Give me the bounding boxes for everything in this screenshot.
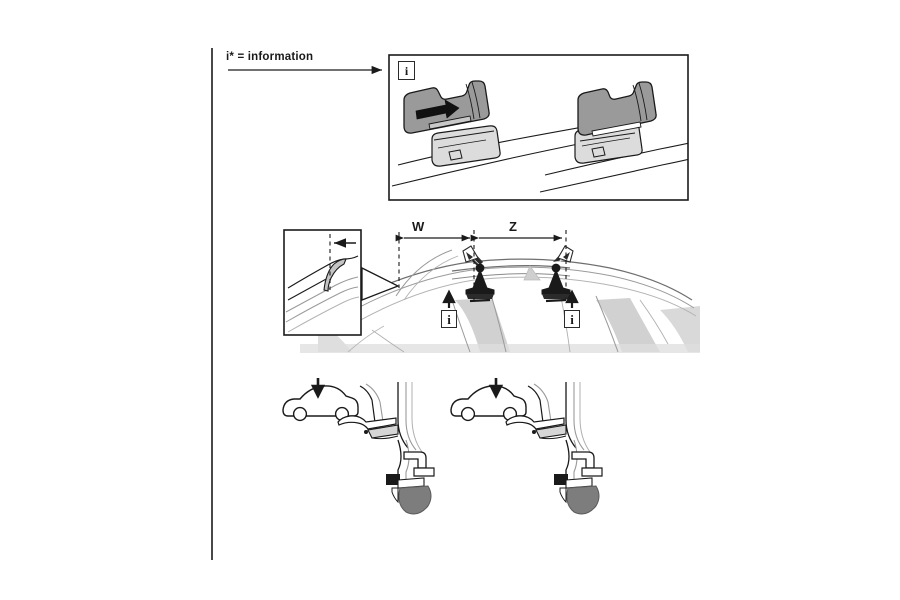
clamp-hook-right <box>554 439 603 515</box>
callout-arrow-left-foot-icon <box>442 289 456 308</box>
roof-edge-detail-inset <box>283 229 400 336</box>
vehicle-roof-illustration <box>300 249 700 353</box>
measurement-section <box>283 229 700 353</box>
dimension-label-w: W <box>412 219 425 234</box>
clamp-down-arrow-left-icon <box>310 378 326 399</box>
vehicle-silhouette-left-icon <box>282 385 359 422</box>
clamp-panel-right <box>450 378 603 515</box>
clamp-section <box>282 378 603 515</box>
clamp-panel-left <box>282 378 435 515</box>
information-badge-left-foot: i <box>441 310 457 328</box>
info-panel <box>388 54 689 201</box>
roof-bar-foot-left <box>462 245 495 303</box>
clamp-down-arrow-right-icon <box>488 378 504 399</box>
clamp-hook-left <box>386 439 435 515</box>
vehicle-silhouette-right-icon <box>450 385 527 422</box>
legend-label: i* = information <box>226 51 314 63</box>
cover-fitted-illustration <box>539 81 688 193</box>
information-badge-right-foot: i <box>564 310 580 328</box>
information-badge-panel: i <box>398 61 415 80</box>
roof-bar-foot-right <box>541 245 574 303</box>
callout-arrow-right-foot-icon <box>565 289 579 308</box>
cover-slide-illustration <box>391 80 601 187</box>
dimension-label-z: Z <box>509 219 518 234</box>
slide-direction-arrow-icon <box>415 99 460 120</box>
